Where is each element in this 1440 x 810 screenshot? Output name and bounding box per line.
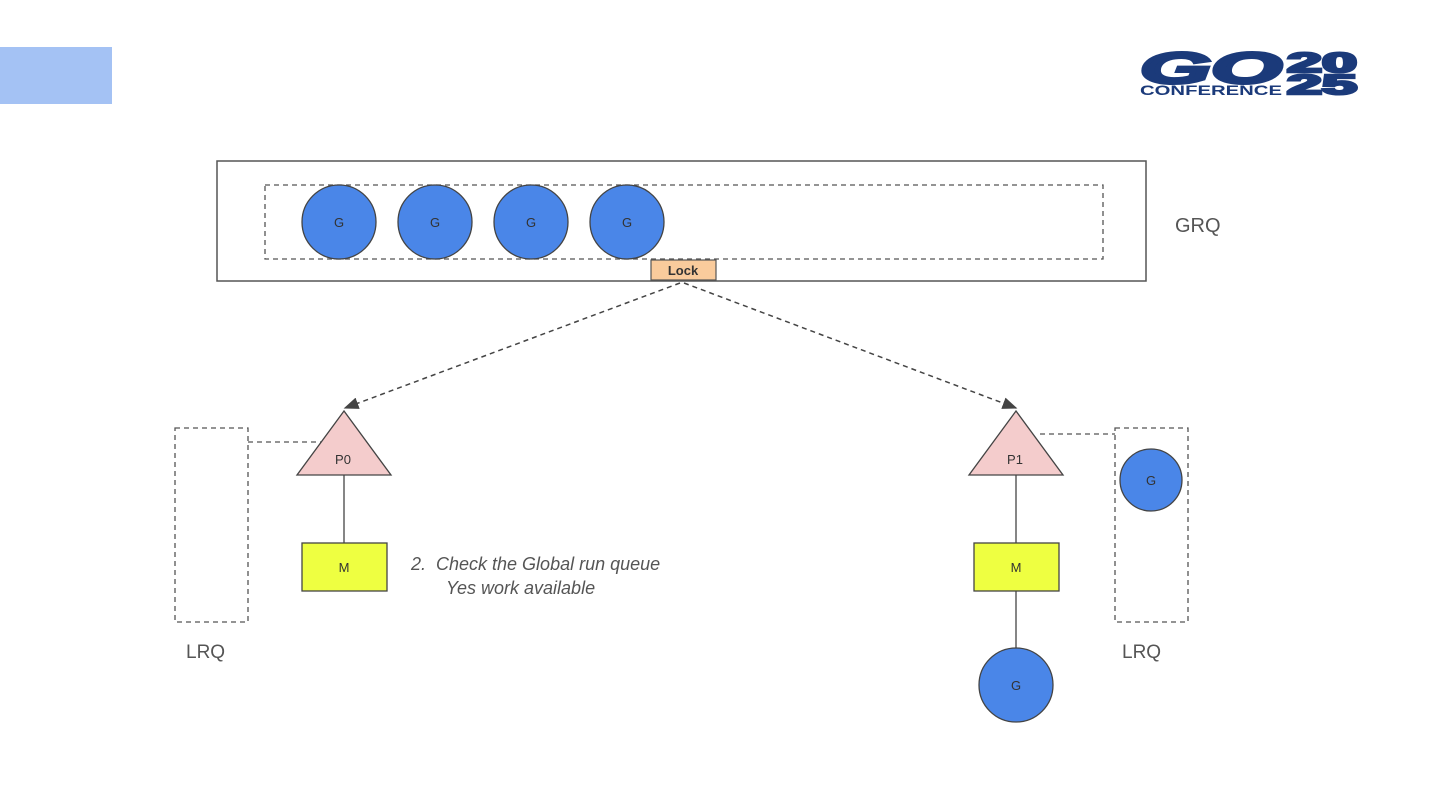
goroutine-label: G — [334, 215, 344, 230]
goroutine-label: G — [622, 215, 632, 230]
logo-subtitle: CONFERENCE — [1140, 82, 1282, 98]
goroutine-label: G — [1011, 678, 1021, 693]
machine-p1-label: M — [1011, 560, 1022, 575]
arrow-lock-to-p0 — [343, 282, 681, 409]
processor-p0-label: P0 — [335, 452, 351, 467]
note-line-1: 2. Check the Global run queue — [410, 554, 660, 574]
logo-brand: GO — [1140, 44, 1282, 93]
grq-outer-box — [216, 160, 1147, 282]
lrq-p1 — [1114, 427, 1189, 623]
processor-p1-group: G P1 M G LRQ — [967, 409, 1189, 723]
goroutine-label: G — [1146, 473, 1156, 488]
lrq-p1-label: LRQ — [1122, 642, 1161, 663]
lrq-p1-goroutine: G — [1119, 448, 1183, 512]
goroutine-label: G — [526, 215, 536, 230]
lrq-p0-label: LRQ — [186, 642, 225, 663]
accent-block — [0, 47, 112, 104]
grq-inner-queue — [264, 184, 1104, 260]
processor-p1-label: P1 — [1007, 452, 1023, 467]
grq-label: GRQ — [1175, 215, 1221, 237]
global-run-queue: G G G G Lock GRQ — [216, 160, 1221, 282]
arrow-lock-to-p1 — [683, 282, 1018, 409]
grq-lock: Lock — [650, 259, 717, 281]
machine-p0 — [301, 542, 388, 592]
note-line-2: Yes work available — [446, 578, 595, 598]
grq-goroutine: G — [589, 184, 665, 260]
grq-goroutine: G — [301, 184, 377, 260]
logo-year-top: 20 — [1287, 47, 1357, 78]
lock-label: Lock — [668, 263, 699, 278]
goroutine-label: G — [430, 215, 440, 230]
grq-goroutine: G — [397, 184, 473, 260]
machine-p1 — [973, 542, 1060, 592]
logo-year-bottom: 25 — [1287, 69, 1357, 100]
machine-p0-label: M — [339, 560, 350, 575]
lrq-p0 — [174, 427, 249, 623]
processor-p0-group: P0 M LRQ — [174, 409, 393, 663]
go-conference-logo: GO CONFERENCE 20 25 — [1139, 43, 1359, 102]
grq-goroutine: G — [493, 184, 569, 260]
running-goroutine: G — [978, 647, 1054, 723]
